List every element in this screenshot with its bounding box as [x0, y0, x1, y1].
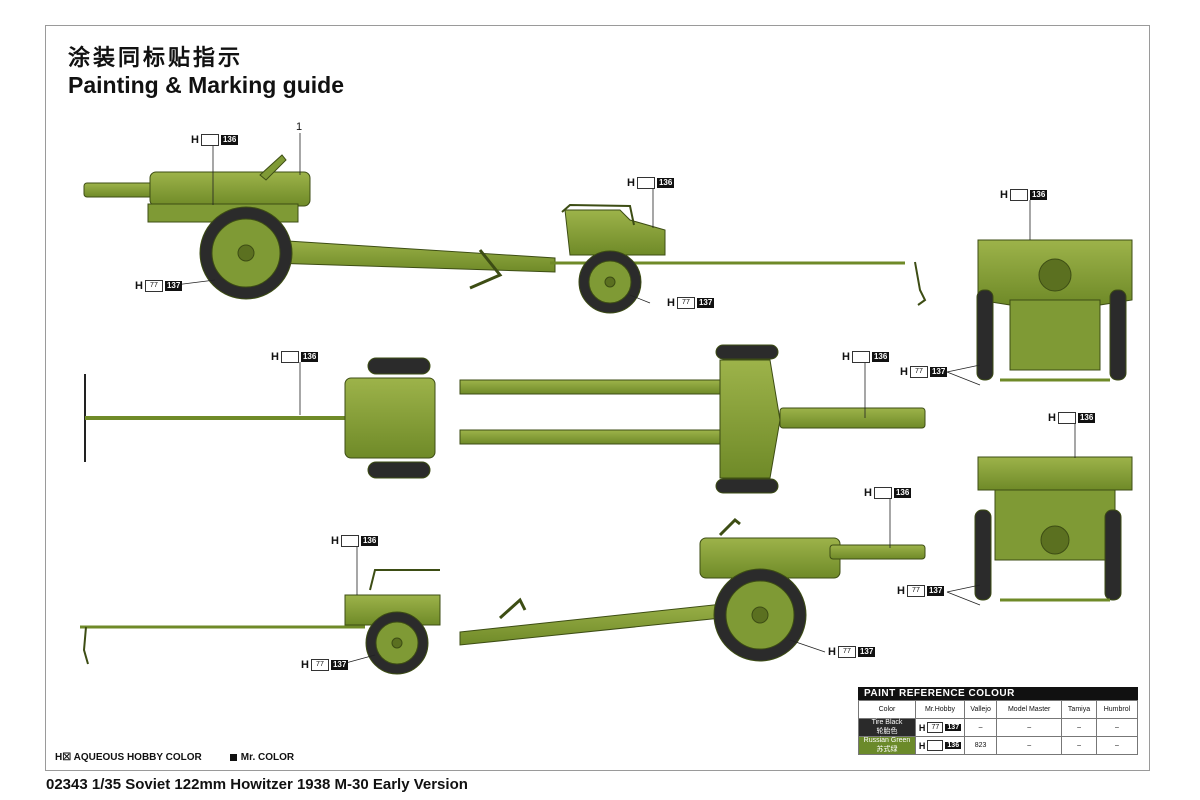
- humbrol-cell: –: [1095, 718, 1139, 737]
- title-chinese: 涂装同标贴指示: [68, 46, 244, 71]
- paint-table-heading: PAINT REFERENCE COLOUR: [858, 687, 1138, 700]
- limber-side-view-top: [550, 203, 927, 314]
- vallejo-cell: –: [963, 718, 998, 737]
- howitzer-top-view: [84, 344, 926, 494]
- col-color: Color: [858, 700, 916, 719]
- title-english: Painting & Marking guide: [68, 72, 345, 98]
- howitzer-side-view-right: [459, 517, 926, 662]
- legend-aqueous: H☒ AQUEOUS HOBBY COLOR: [55, 752, 202, 763]
- col-modelmaster: Model Master: [996, 700, 1063, 719]
- limber-side-view-bottom: [80, 569, 441, 675]
- product-footer: 02343 1/35 Soviet 122mm Howitzer 1938 M-…: [46, 776, 468, 793]
- col-tamiya: Tamiya: [1061, 700, 1097, 719]
- tamiya-cell: –: [1061, 736, 1097, 755]
- col-vallejo: Vallejo: [963, 700, 998, 719]
- legend-mrcolor: Mr. COLOR: [229, 752, 294, 763]
- col-humbrol: Humbrol: [1095, 700, 1139, 719]
- col-mrhobby: Mr.Hobby: [915, 700, 965, 719]
- guide-sheet-border: [45, 25, 1150, 771]
- howitzer-rear-view: [974, 456, 1133, 602]
- color-legend: H☒ AQUEOUS HOBBY COLOR Mr. COLOR: [55, 752, 294, 763]
- howitzer-side-view-left: [83, 154, 556, 300]
- humbrol-cell: –: [1095, 736, 1139, 755]
- tamiya-cell: –: [1061, 718, 1097, 737]
- modelmaster-cell: –: [996, 736, 1063, 755]
- paint-reference-table: PAINT REFERENCE COLOUR Color Mr.Hobby Va…: [858, 687, 1139, 755]
- paint-table-header-row: Color Mr.Hobby Vallejo Model Master Tami…: [858, 700, 1139, 719]
- square-icon: [229, 753, 237, 761]
- part-number-label: 1: [296, 121, 303, 133]
- vallejo-cell: 823: [963, 736, 998, 755]
- howitzer-front-view: [976, 239, 1133, 382]
- modelmaster-cell: –: [996, 718, 1063, 737]
